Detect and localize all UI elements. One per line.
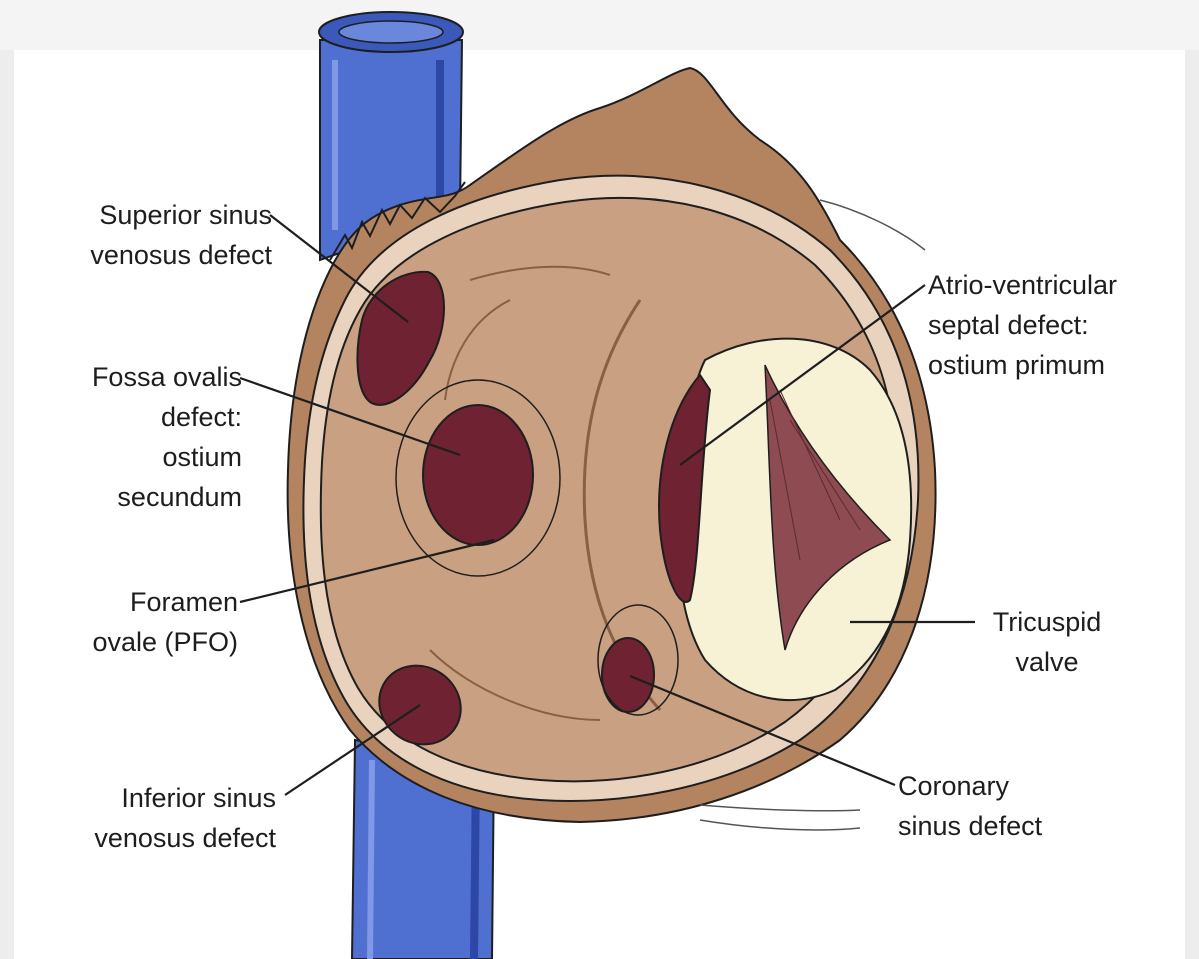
label-line: valve [972, 642, 1122, 682]
label-line: Superior sinus [10, 195, 272, 235]
label-tricuspid-valve: Tricuspid valve [972, 602, 1122, 682]
label-line: ovale (PFO) [10, 622, 238, 662]
label-line: venosus defect [10, 818, 276, 858]
label-line: Inferior sinus [10, 778, 276, 818]
label-line: sinus defect [898, 806, 1118, 846]
tricuspid-valve-shape [678, 339, 911, 700]
label-line: secundum [10, 477, 242, 517]
label-coronary-sinus-defect: Coronary sinus defect [898, 766, 1118, 846]
label-line: Coronary [898, 766, 1118, 806]
label-line: Atrio-ventricular [928, 265, 1190, 305]
label-line: Tricuspid [972, 602, 1122, 642]
label-inferior-sinus-venosus-defect: Inferior sinus venosus defect [10, 778, 276, 858]
label-line: ostium [10, 437, 242, 477]
label-line: Fossa ovalis [10, 357, 242, 397]
label-superior-sinus-venosus-defect: Superior sinus venosus defect [10, 195, 272, 275]
label-line: defect: [10, 397, 242, 437]
label-foramen-ovale: Foramen ovale (PFO) [10, 582, 238, 662]
label-line: venosus defect [10, 235, 272, 275]
label-line: ostium primum [928, 345, 1190, 385]
label-fossa-ovalis-defect: Fossa ovalis defect: ostium secundum [10, 357, 242, 517]
label-line: septal defect: [928, 305, 1190, 345]
label-atrioventricular-septal-defect: Atrio-ventricular septal defect: ostium … [928, 265, 1190, 385]
label-line: Foramen [10, 582, 238, 622]
